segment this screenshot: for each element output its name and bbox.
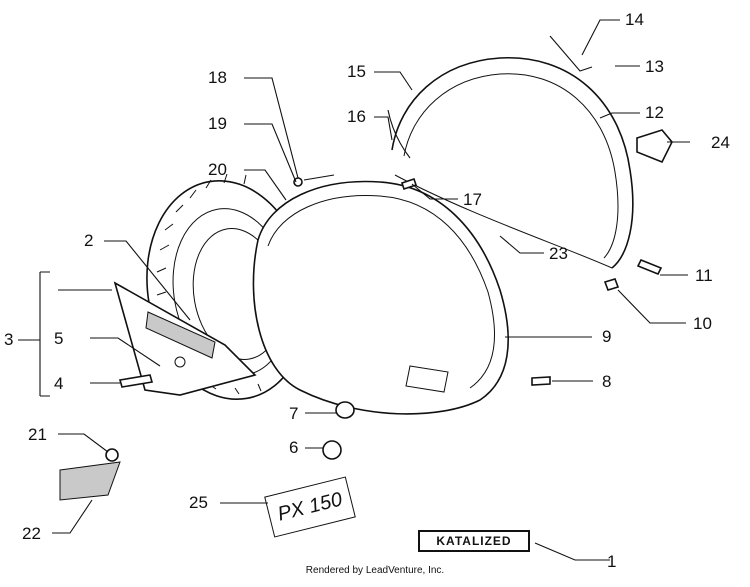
- callout-4: 4: [54, 374, 64, 393]
- callout-12: 12: [645, 103, 664, 122]
- render-caption: Rendered by LeadVenture, Inc.: [305, 565, 445, 576]
- callout-13: 13: [645, 57, 664, 76]
- callout-18: 18: [208, 68, 227, 87]
- callout-8: 8: [602, 372, 612, 391]
- callout-3: 3: [4, 330, 14, 349]
- callout-10: 10: [693, 314, 712, 333]
- katalized-label: KATALIZED: [418, 530, 530, 552]
- callout-25: 25: [189, 493, 208, 512]
- fasteners: [59, 35, 673, 501]
- callout-6: 6: [289, 438, 299, 457]
- callout-9: 9: [602, 327, 612, 346]
- callout-23: 23: [549, 244, 568, 263]
- callout-1: 1: [607, 552, 617, 571]
- callout-14: 14: [625, 10, 644, 29]
- callout-7: 7: [289, 404, 299, 423]
- trim-strip: [391, 57, 634, 269]
- leader-lines: [18, 19, 690, 561]
- callout-11: 11: [695, 266, 713, 285]
- callout-21: 21: [28, 425, 47, 444]
- callout-16: 16: [347, 107, 366, 126]
- callout-2: 2: [84, 231, 94, 250]
- callout-22: 22: [22, 524, 41, 543]
- callout-20: 20: [208, 160, 227, 179]
- callout-19: 19: [208, 114, 227, 133]
- left-plate: [113, 281, 257, 396]
- spare-wheel-cover: [252, 180, 509, 415]
- callout-24: 24: [711, 133, 730, 152]
- callout-15: 15: [347, 62, 366, 81]
- callout-5: 5: [54, 329, 64, 348]
- callout-17: 17: [463, 190, 482, 209]
